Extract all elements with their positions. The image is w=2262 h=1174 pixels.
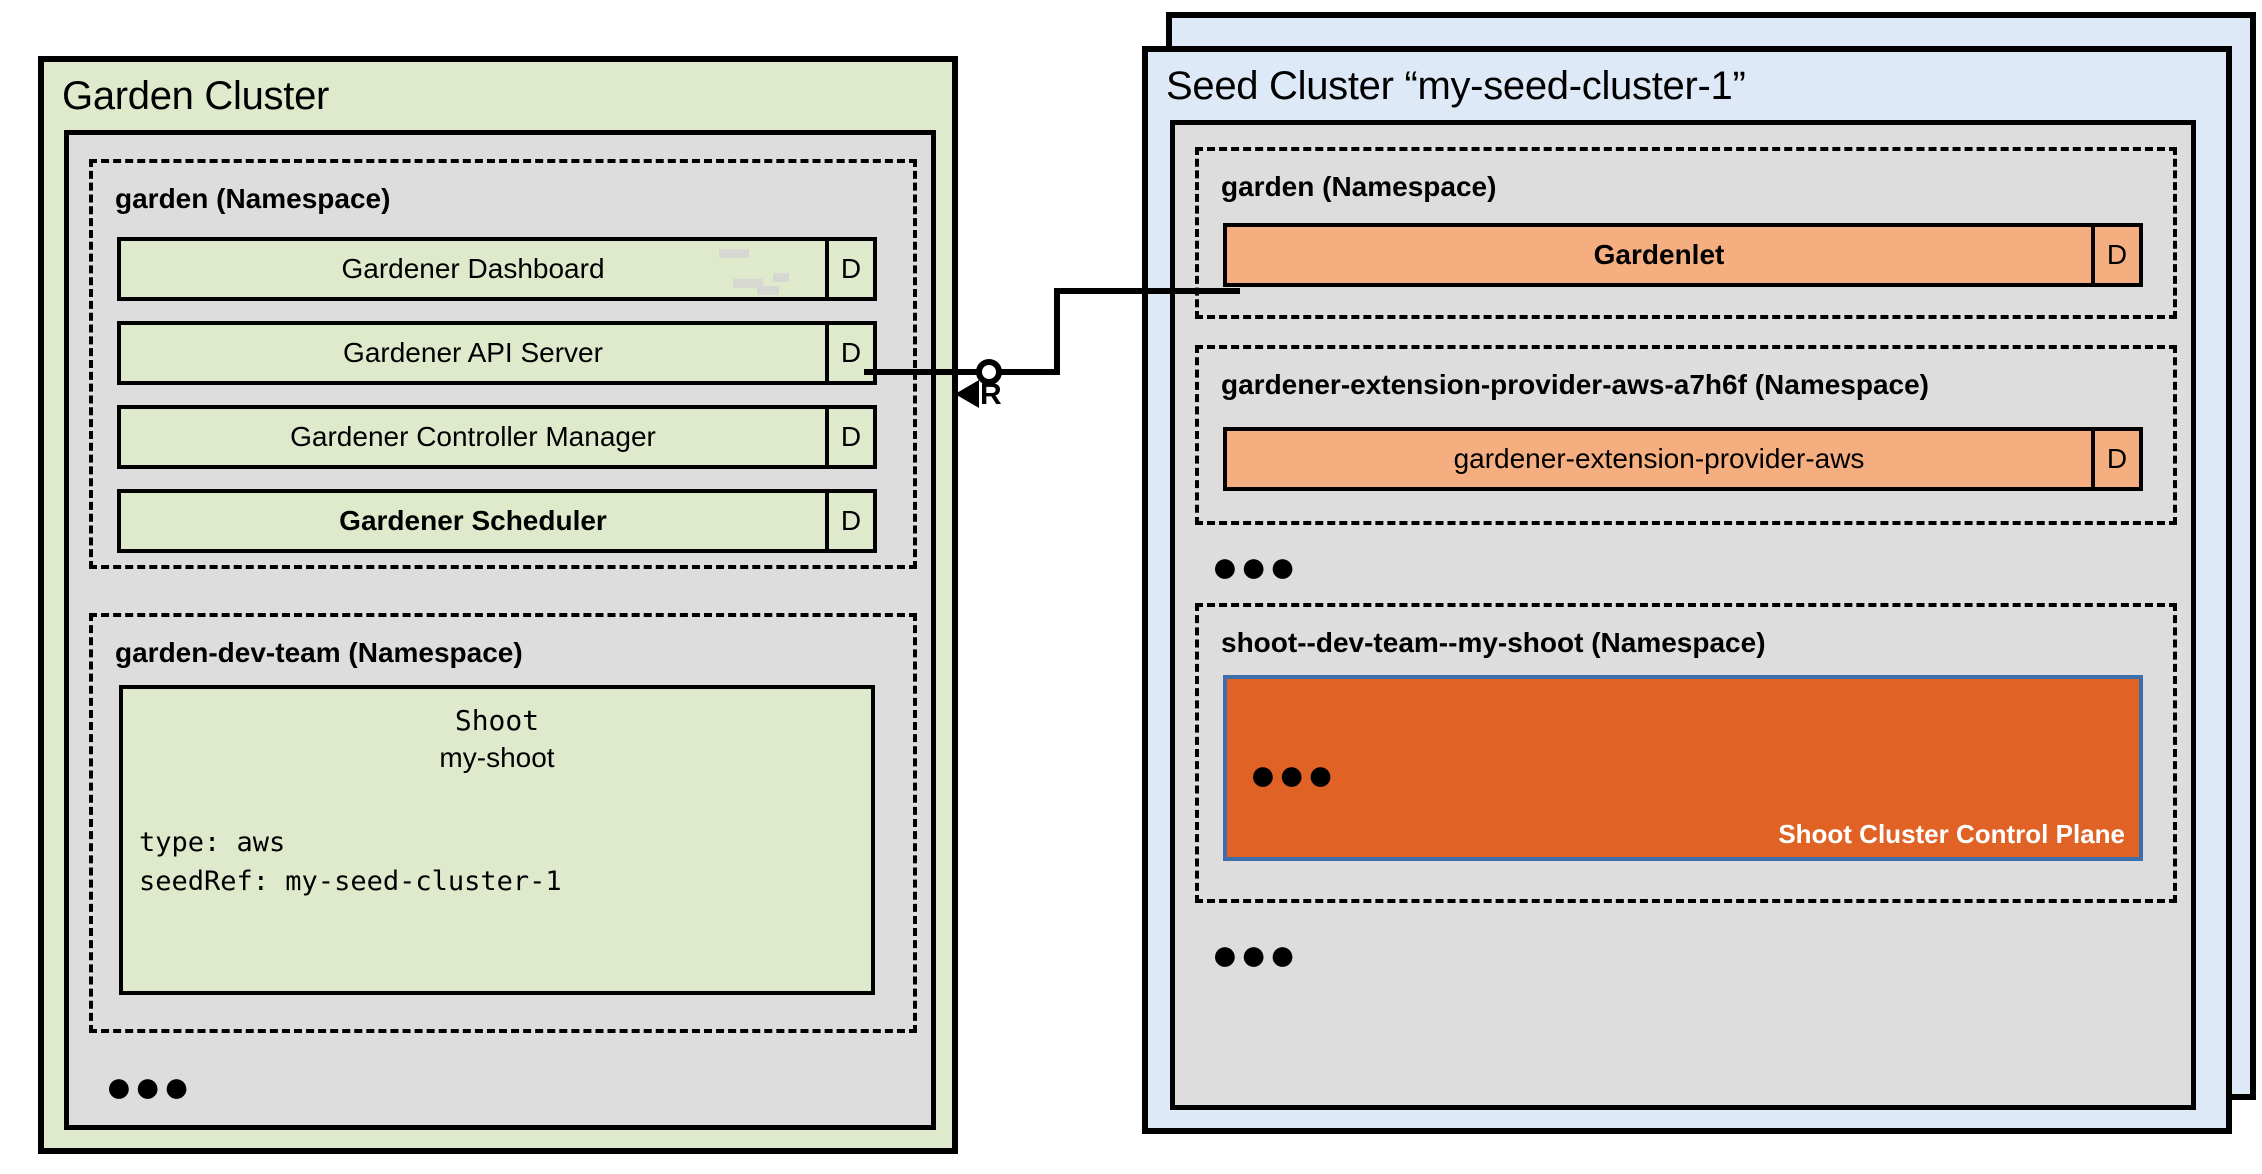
- connector-arrow-icon: [955, 380, 979, 408]
- shoot-name: my-shoot: [439, 742, 555, 773]
- seed-cluster-more-indicator-mid: ●●●: [1211, 540, 1298, 592]
- garden-cluster-more-indicator: ●●●: [105, 1060, 192, 1112]
- seed-namespace-garden: garden (Namespace) Gardenlet D: [1195, 147, 2177, 319]
- component-gardener-api-server-label: Gardener API Server: [121, 325, 825, 381]
- namespace-garden-title: garden (Namespace): [115, 183, 391, 214]
- seed-namespace-extension-provider-aws-title: gardener-extension-provider-aws-a7h6f (N…: [1221, 369, 1929, 400]
- component-gardener-controller-manager-badge: D: [825, 409, 873, 465]
- seed-cluster-body: garden (Namespace) Gardenlet D gardener-…: [1170, 120, 2196, 1110]
- seed-cluster-title: Seed Cluster “my-seed-cluster-1”: [1166, 64, 1746, 108]
- watermark-artifact-3: [757, 286, 779, 295]
- seed-namespace-extension-provider-aws: gardener-extension-provider-aws-a7h6f (N…: [1195, 345, 2177, 525]
- connector-socket-icon: [976, 359, 1002, 385]
- watermark-artifact-4: [773, 273, 789, 282]
- garden-cluster: Garden Cluster garden (Namespace) Garden…: [38, 56, 958, 1154]
- component-gardenlet[interactable]: Gardenlet D: [1223, 223, 2143, 287]
- watermark-artifact-1: [719, 249, 749, 258]
- namespace-garden-dev-team: garden-dev-team (Namespace) Shoot my-sho…: [89, 613, 917, 1033]
- watermark-artifact-2: [733, 279, 763, 288]
- component-gardener-extension-provider-aws[interactable]: gardener-extension-provider-aws D: [1223, 427, 2143, 491]
- seed-cluster-more-indicator-bottom: ●●●: [1211, 928, 1298, 980]
- garden-cluster-title: Garden Cluster: [62, 74, 330, 118]
- namespace-garden-dev-team-title: garden-dev-team (Namespace): [115, 637, 523, 668]
- component-gardener-scheduler[interactable]: Gardener Scheduler D: [117, 489, 877, 553]
- shoot-control-plane-more-indicator: ●●●: [1249, 748, 1336, 800]
- shoot-kind: Shoot: [454, 704, 540, 737]
- namespace-garden: garden (Namespace) Gardener Dashboard D …: [89, 159, 917, 569]
- component-gardener-api-server[interactable]: Gardener API Server D: [117, 321, 877, 385]
- component-gardenlet-badge: D: [2091, 227, 2139, 283]
- component-gardener-extension-provider-aws-badge: D: [2091, 431, 2139, 487]
- component-gardener-dashboard[interactable]: Gardener Dashboard D: [117, 237, 877, 301]
- connector-relation-letter: R: [980, 378, 1002, 411]
- shoot-spec-line-type: type: aws: [139, 827, 286, 858]
- component-gardener-controller-manager-label: Gardener Controller Manager: [121, 409, 825, 465]
- component-gardener-scheduler-label: Gardener Scheduler: [121, 493, 825, 549]
- shoot-control-plane-label: Shoot Cluster Control Plane: [1778, 819, 2125, 849]
- seed-namespace-garden-title: garden (Namespace): [1221, 171, 1497, 202]
- component-gardenlet-label: Gardenlet: [1227, 227, 2091, 283]
- component-gardener-controller-manager[interactable]: Gardener Controller Manager D: [117, 405, 877, 469]
- seed-cluster: Seed Cluster “my-seed-cluster-1” garden …: [1142, 46, 2232, 1134]
- seed-namespace-shoot-dev-team-my-shoot-title: shoot--dev-team--my-shoot (Namespace): [1221, 627, 1766, 658]
- shoot-cluster-control-plane[interactable]: ●●● Shoot Cluster Control Plane: [1223, 675, 2143, 861]
- connector-segment-vertical: [1054, 288, 1060, 374]
- shoot-spec-line-seedref: seedRef: my-seed-cluster-1: [139, 866, 562, 898]
- component-gardener-scheduler-badge: D: [825, 493, 873, 549]
- connector-segment-left: [864, 369, 980, 375]
- component-gardener-dashboard-badge: D: [825, 241, 873, 297]
- connector-segment-right: [1054, 288, 1240, 294]
- garden-cluster-body: garden (Namespace) Gardener Dashboard D …: [64, 130, 936, 1130]
- component-gardener-dashboard-label: Gardener Dashboard: [121, 241, 825, 297]
- shoot-resource-box[interactable]: Shoot my-shoot type: aws seedRef: my-see…: [119, 685, 875, 995]
- component-gardener-extension-provider-aws-label: gardener-extension-provider-aws: [1227, 431, 2091, 487]
- seed-namespace-shoot-dev-team-my-shoot: shoot--dev-team--my-shoot (Namespace) ●●…: [1195, 603, 2177, 903]
- connector-segment-mid: [1000, 369, 1060, 375]
